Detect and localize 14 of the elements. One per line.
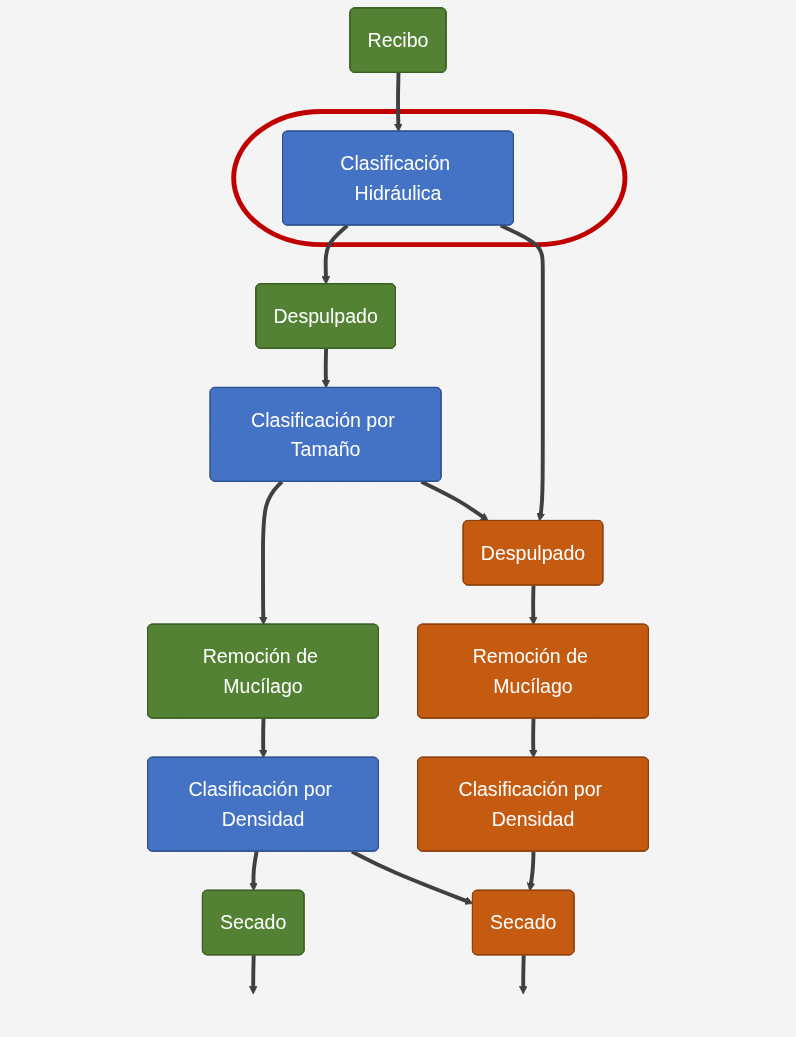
arrow bbox=[259, 718, 268, 759]
arrow bbox=[529, 718, 538, 759]
arrow bbox=[526, 851, 536, 892]
arrow bbox=[321, 224, 349, 285]
arrow bbox=[518, 955, 528, 995]
arrow bbox=[420, 480, 489, 522]
arrow bbox=[394, 72, 403, 132]
arrow bbox=[529, 585, 538, 626]
arrow bbox=[249, 851, 259, 892]
arrow bbox=[321, 348, 331, 389]
arrow bbox=[499, 223, 546, 522]
arrow bbox=[259, 480, 284, 626]
arrow bbox=[248, 955, 258, 995]
cluster bbox=[231, 109, 628, 248]
